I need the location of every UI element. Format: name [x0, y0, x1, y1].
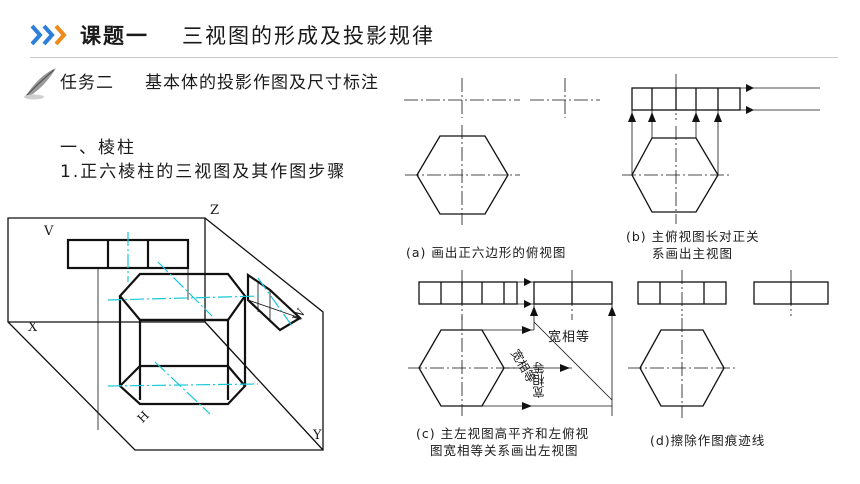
axis-label-z: Z — [210, 203, 220, 218]
task-text: 基本体的投影作图及尺寸标注 — [145, 73, 379, 93]
quill-pen-icon — [24, 68, 56, 100]
lesson-title: 课题一 — [80, 24, 149, 48]
caption-b-line2: 系画出主视图 — [652, 246, 734, 261]
caption-c-line2: 图宽相等关系画出左视图 — [430, 443, 579, 458]
axis-label-v: V — [44, 224, 54, 239]
caption-c-line1: (c) 主左视图高平齐和左俯视 — [416, 426, 590, 441]
caption-b-line1: (b) 主俯视图长对正关 — [626, 229, 760, 244]
axis-label-x: X — [28, 320, 38, 335]
axis-label-y: Y — [313, 428, 322, 443]
axis-label-w: W — [290, 306, 309, 324]
double-chevron-icon — [30, 24, 67, 46]
axis-label-h: H — [134, 408, 152, 426]
header-divider — [30, 57, 838, 58]
lesson-subtitle: 三视图的形成及投影规律 — [182, 24, 435, 48]
width-equal-vert-label: 宽相等 — [532, 362, 546, 398]
task-label: 任务二 — [60, 73, 114, 93]
width-equal-label: 宽相等 — [548, 330, 591, 345]
step-title: 1.正六棱柱的三视图及其作图步骤 — [60, 162, 347, 182]
caption-d: (d)擦除作图痕迹线 — [650, 433, 766, 448]
section-title: 一、棱柱 — [60, 138, 136, 158]
caption-a: (a) 画出正六边形的俯视图 — [406, 245, 567, 260]
